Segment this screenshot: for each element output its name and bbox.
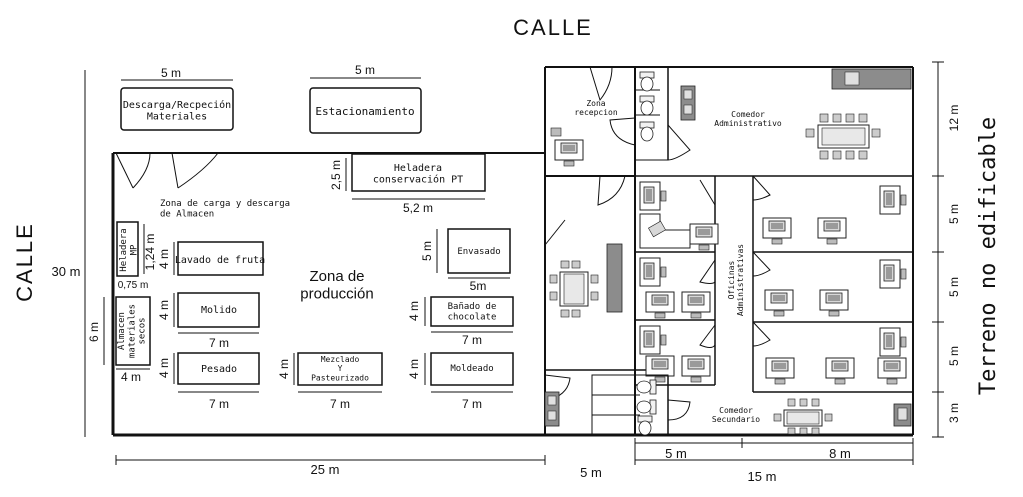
descarga-box [120,87,234,131]
mezclado-box [297,352,383,386]
banado-width: 7 m [462,333,482,347]
envasado-box [447,228,511,274]
lavado-depth: 4 m [157,249,171,269]
street-top-label: CALLE [513,15,593,40]
almacen-box [115,296,151,366]
top-bathroom-sinks-icon [680,85,696,121]
heladera-mp-depth: 1,24 m [143,234,157,271]
reception-desk-icon [554,139,584,167]
corridor-table-icon [549,260,599,318]
molido-label: Molido [201,305,237,316]
bottom-dim-8m: 8 m [829,446,851,461]
descarga-dim: 5 m [161,66,181,80]
oficinas-label: OficinasAdministrativas [727,244,745,316]
moldeado-box [430,352,514,386]
reception-chair-icon [550,127,562,137]
lower-sinks-icon [544,391,560,427]
moldeado-label: Moldeado [450,364,493,374]
molido-width: 7 m [209,336,229,350]
envasado-depth: 5 m [420,241,434,261]
pesado-width: 7 m [209,397,229,411]
lavado-label: Lavado de fruta [175,255,265,266]
office-desks-icon [639,181,907,385]
street-left-label: CALLE [12,222,37,302]
comedor-sec-sink-icon [893,403,912,427]
right-dim-5m-a: 5 m [947,204,961,224]
banado-depth: 4 m [407,301,421,321]
almacen-width: 4 m [121,370,141,384]
banado-box [430,296,514,327]
right-dim-3m: 3 m [947,403,961,423]
comedor-admin-table-icon [805,113,881,160]
comedor-sec-table-icon [773,398,833,435]
envasado-width: 5m [470,279,487,293]
heladera-mp-box [116,221,139,277]
bottom-dim-25m: 25 m [311,462,340,477]
heladera-pt-width: 5,2 m [403,201,433,215]
mezclado-depth: 4 m [277,359,291,379]
bottom-dimension-lines [115,438,914,465]
estacionamiento-label: Estacionamiento [315,105,414,118]
building-walls [111,66,914,437]
overall-height-dim: 30 m [52,264,81,279]
right-dim-12m: 12 m [947,105,961,132]
estacionamiento-dim: 5 m [355,63,375,77]
heladera-pt-depth: 2,5 m [329,160,343,190]
kitchen-counter-icon [831,68,912,90]
top-bathroom-toilets-icon [634,66,669,161]
right-dim-5m-b: 5 m [947,277,961,297]
lower-bathroom-icon [591,374,669,436]
right-dimension-lines [932,61,944,438]
molido-depth: 4 m [157,300,171,320]
mezclado-width: 7 m [330,397,350,411]
pesado-box [177,352,260,385]
bottom-dim-5m-corridor: 5 m [580,465,602,480]
envasado-label: Envasado [457,247,500,257]
almacen-label: Almacenmaterialessecos [117,304,148,358]
terrain-label: Terreno no edificable [976,117,1001,395]
heladera-pt-box [351,153,486,192]
bottom-dim-15m: 15 m [748,469,777,484]
right-dim-5m-c: 5 m [947,346,961,366]
molido-box [177,292,260,328]
pesado-depth: 4 m [157,358,171,378]
heladera-mp-width: 0,75 m [118,280,149,291]
lavado-box [177,241,264,276]
bottom-dim-5m: 5 m [665,446,687,461]
moldeado-width: 7 m [462,397,482,411]
pesado-label: Pesado [201,364,237,375]
moldeado-depth: 4 m [407,359,421,379]
corridor-counter-icon [606,243,623,313]
almacen-depth: 6 m [87,322,101,342]
estacionamiento-box [309,87,422,134]
heladera-mp-label: HeladeraMP [119,228,139,271]
